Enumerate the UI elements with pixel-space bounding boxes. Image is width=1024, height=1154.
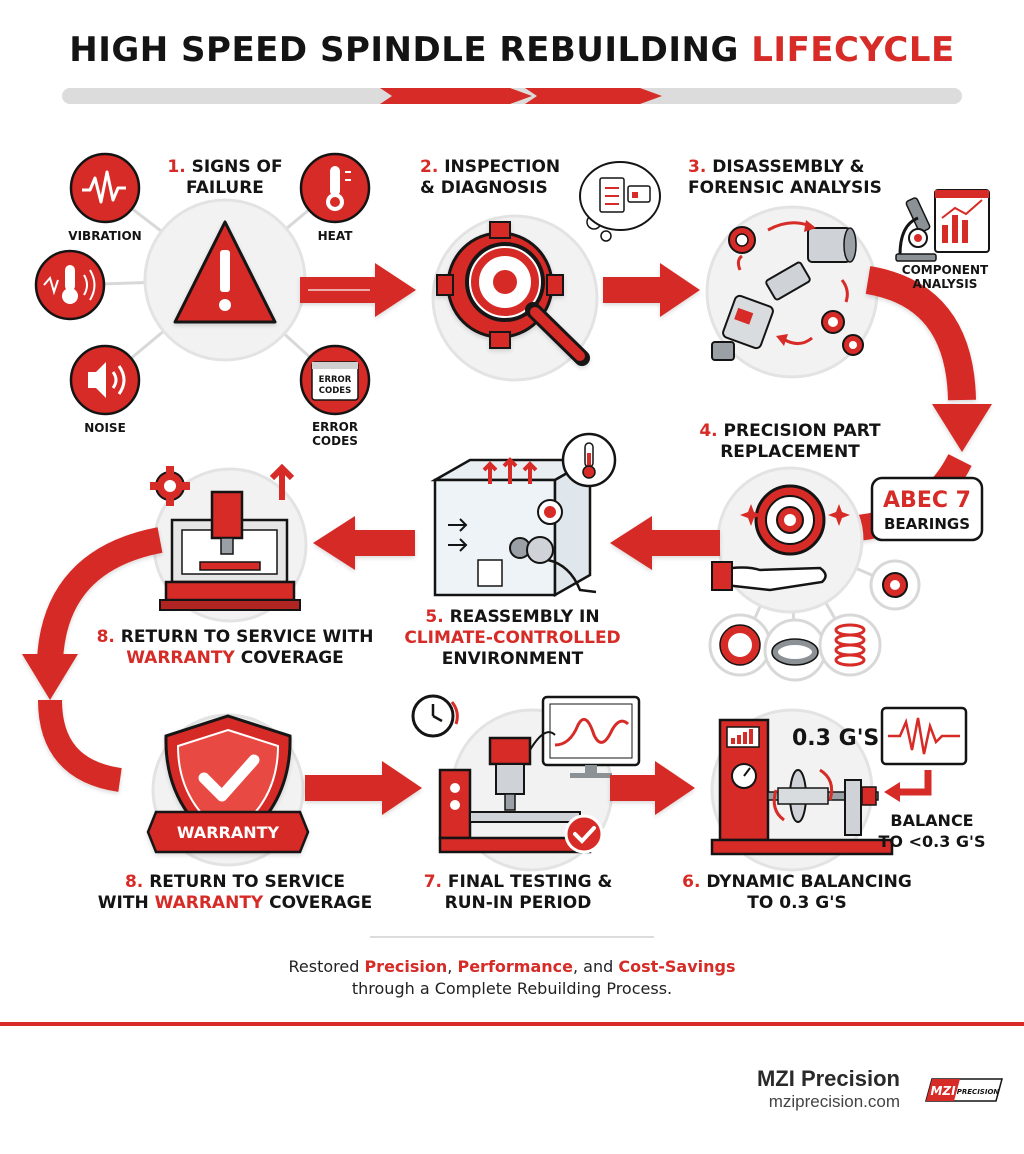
cnc-machine-icon bbox=[152, 463, 308, 623]
noise-icon bbox=[69, 344, 141, 416]
abec-line1: ABEC 7 bbox=[883, 488, 971, 513]
heat-label: HEAT bbox=[317, 229, 353, 243]
brand-url[interactable]: mziprecision.com bbox=[768, 1092, 900, 1111]
magnifier-gear-icon bbox=[436, 221, 590, 366]
step7-label: 7. FINAL TESTING & RUN-IN PERIOD bbox=[423, 872, 613, 913]
bearing-part-icon bbox=[869, 559, 921, 611]
step2-label: 2. INSPECTION & DIAGNOSIS bbox=[420, 157, 561, 198]
vibration-icon bbox=[69, 152, 141, 224]
warranty-shield-icon: WARRANTY bbox=[146, 714, 310, 854]
arrow-5-to-8 bbox=[313, 516, 415, 570]
error-codes-label: ERROR CODES bbox=[311, 420, 359, 448]
step4-label: 4. PRECISION PART REPLACEMENT bbox=[699, 421, 881, 462]
footer-red-rule bbox=[0, 1022, 1024, 1026]
logo-mark: MZI bbox=[930, 1084, 956, 1098]
gear-icon bbox=[150, 466, 190, 506]
balance-reading: 0.3 G'S bbox=[792, 726, 879, 751]
brand-block: MZI Precision mziprecision.com bbox=[757, 1066, 900, 1112]
balancing-machine-icon bbox=[710, 708, 894, 872]
temperature-wave-icon bbox=[34, 249, 106, 321]
exploded-spindle-icon bbox=[711, 220, 864, 361]
step6-label: 6. DYNAMIC BALANCING TO 0.3 G'S bbox=[682, 872, 912, 913]
title-accent: LIFECYCLE bbox=[751, 30, 955, 70]
heat-icon bbox=[299, 152, 371, 224]
abec-badge: ABEC 7 BEARINGS bbox=[870, 476, 984, 542]
error-screen-line1: ERROR bbox=[319, 375, 352, 385]
bearing-in-hand-icon bbox=[711, 484, 850, 592]
warning-icon bbox=[173, 220, 277, 324]
abec-line2: BEARINGS bbox=[884, 515, 970, 533]
balance-arrow-icon bbox=[884, 770, 932, 802]
title-main: HIGH SPEED SPINDLE REBUILDING bbox=[69, 30, 739, 70]
balance-target-label: BALANCE TO <0.3 G'S bbox=[878, 811, 986, 851]
page-title: HIGH SPEED SPINDLE REBUILDING LIFECYCLE bbox=[0, 30, 1024, 70]
logo-wordmark: PRECISION bbox=[957, 1088, 1000, 1096]
footer-tagline: Restored Precision, Performance, and Cos… bbox=[288, 957, 736, 998]
step5-label: 5. REASSEMBLY IN CLIMATE-CONTROLLED ENVI… bbox=[404, 607, 621, 669]
step8a-label: 8. RETURN TO SERVICE WITH WARRANTY COVER… bbox=[96, 627, 374, 668]
step1-label: 1. SIGNS OF FAILURE bbox=[167, 157, 283, 198]
thermometer-icon bbox=[561, 432, 617, 488]
diagnosis-thought-bubble bbox=[579, 161, 661, 242]
step8b-label: 8. RETURN TO SERVICE WITH WARRANTY COVER… bbox=[97, 872, 373, 913]
clock-icon bbox=[411, 694, 459, 738]
waveform-monitor-icon bbox=[880, 706, 968, 766]
arrow-1-to-2 bbox=[300, 263, 416, 317]
noise-label: NOISE bbox=[84, 421, 126, 435]
spacer-ring-icon bbox=[763, 618, 827, 682]
arrow-2-to-3 bbox=[603, 263, 700, 317]
warranty-ribbon-text: WARRANTY bbox=[177, 823, 280, 842]
microscope-chart-icon bbox=[895, 189, 990, 262]
error-screen-line2: CODES bbox=[319, 386, 351, 396]
arrow-7-to-6 bbox=[610, 761, 695, 815]
brand-name: MZI Precision bbox=[756, 1066, 900, 1091]
spring-icon bbox=[818, 613, 882, 677]
brand-logo: MZI PRECISION bbox=[925, 1078, 1003, 1102]
title-progress-bar bbox=[62, 88, 962, 104]
arrow-8-to-7 bbox=[305, 761, 422, 815]
test-bench-icon bbox=[438, 695, 641, 872]
vibration-label: VIBRATION bbox=[68, 229, 142, 243]
component-analysis-label: COMPONENT ANALYSIS bbox=[901, 263, 989, 291]
arrow-4-to-5 bbox=[610, 516, 720, 570]
arrow-8-to-8 bbox=[22, 527, 163, 792]
clean-room-icon bbox=[430, 457, 597, 598]
seal-ring-icon bbox=[708, 613, 772, 677]
step3-label: 3. DISASSEMBLY & FORENSIC ANALYSIS bbox=[688, 157, 882, 198]
error-codes-icon: ERROR CODES bbox=[299, 344, 371, 416]
